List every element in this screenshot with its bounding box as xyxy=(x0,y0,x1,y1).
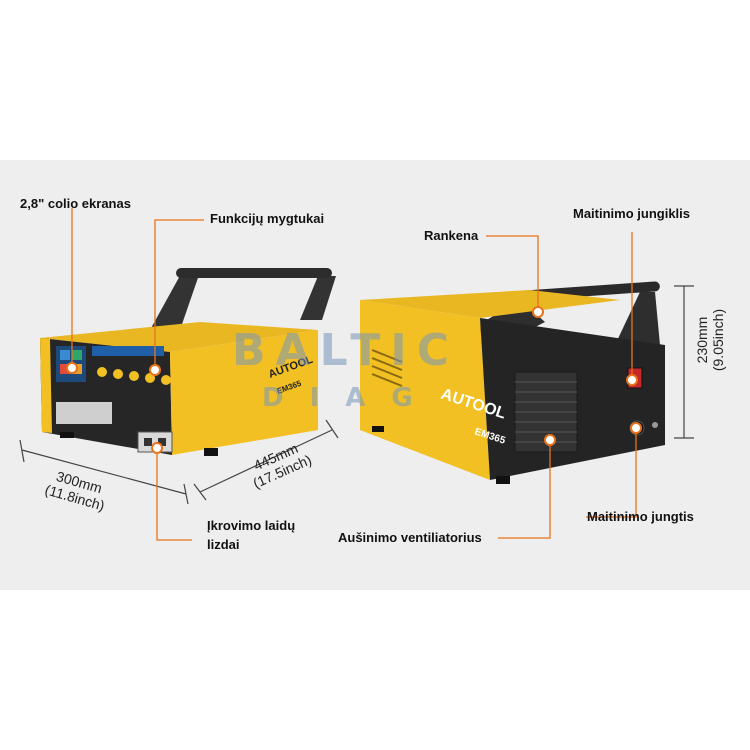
callout-screen: 2,8" colio ekranas xyxy=(20,196,131,211)
function-button xyxy=(113,369,123,379)
callout-power-connector: Maitinimo jungtis xyxy=(587,509,694,524)
dimension-height-in: (9.05inch) xyxy=(710,308,726,372)
function-button xyxy=(145,373,155,383)
left-device: AUTOOL EM365 xyxy=(40,268,336,456)
left-handle-bar xyxy=(176,268,332,278)
callout-charging-sockets: Įkrovimo laidų lizdai xyxy=(207,516,295,554)
watermark-logo-line2: DIAG xyxy=(262,383,439,413)
right-handle-frame-back xyxy=(615,292,660,345)
callout-lines xyxy=(71,208,637,541)
function-button xyxy=(129,371,139,381)
callout-dots xyxy=(66,306,642,454)
left-front-trim xyxy=(40,338,52,433)
function-button xyxy=(97,367,107,377)
right-device: AUTOOL EM365 xyxy=(360,281,665,484)
dimension-height-mm: 230mm xyxy=(694,316,710,364)
left-handle-frame xyxy=(150,272,200,330)
left-top xyxy=(40,322,318,352)
side-vents xyxy=(371,349,403,387)
callout-power-switch: Maitinimo jungiklis xyxy=(573,206,691,221)
callout-charging-sockets-line1: Įkrovimo laidų xyxy=(207,518,296,533)
left-side xyxy=(170,330,318,455)
callout-cooling-fan: Aušinimo ventiliatorius xyxy=(338,530,482,545)
right-side-yellow xyxy=(360,300,490,480)
panel-title-strip xyxy=(92,346,164,356)
left-handle-frame-right xyxy=(300,276,336,320)
dimension-height: 230mm (9.05inch) xyxy=(694,280,726,400)
watermark-logo: BALTIC xyxy=(232,325,460,376)
callout-handle: Rankena xyxy=(424,228,479,243)
info-label xyxy=(56,402,112,424)
callout-buttons: Funkcijų mygtukai xyxy=(210,211,325,226)
function-button xyxy=(161,375,171,385)
right-top xyxy=(360,290,620,318)
dimension-lines xyxy=(19,285,694,505)
callout-charging-sockets-line2: lizdai xyxy=(207,537,240,552)
